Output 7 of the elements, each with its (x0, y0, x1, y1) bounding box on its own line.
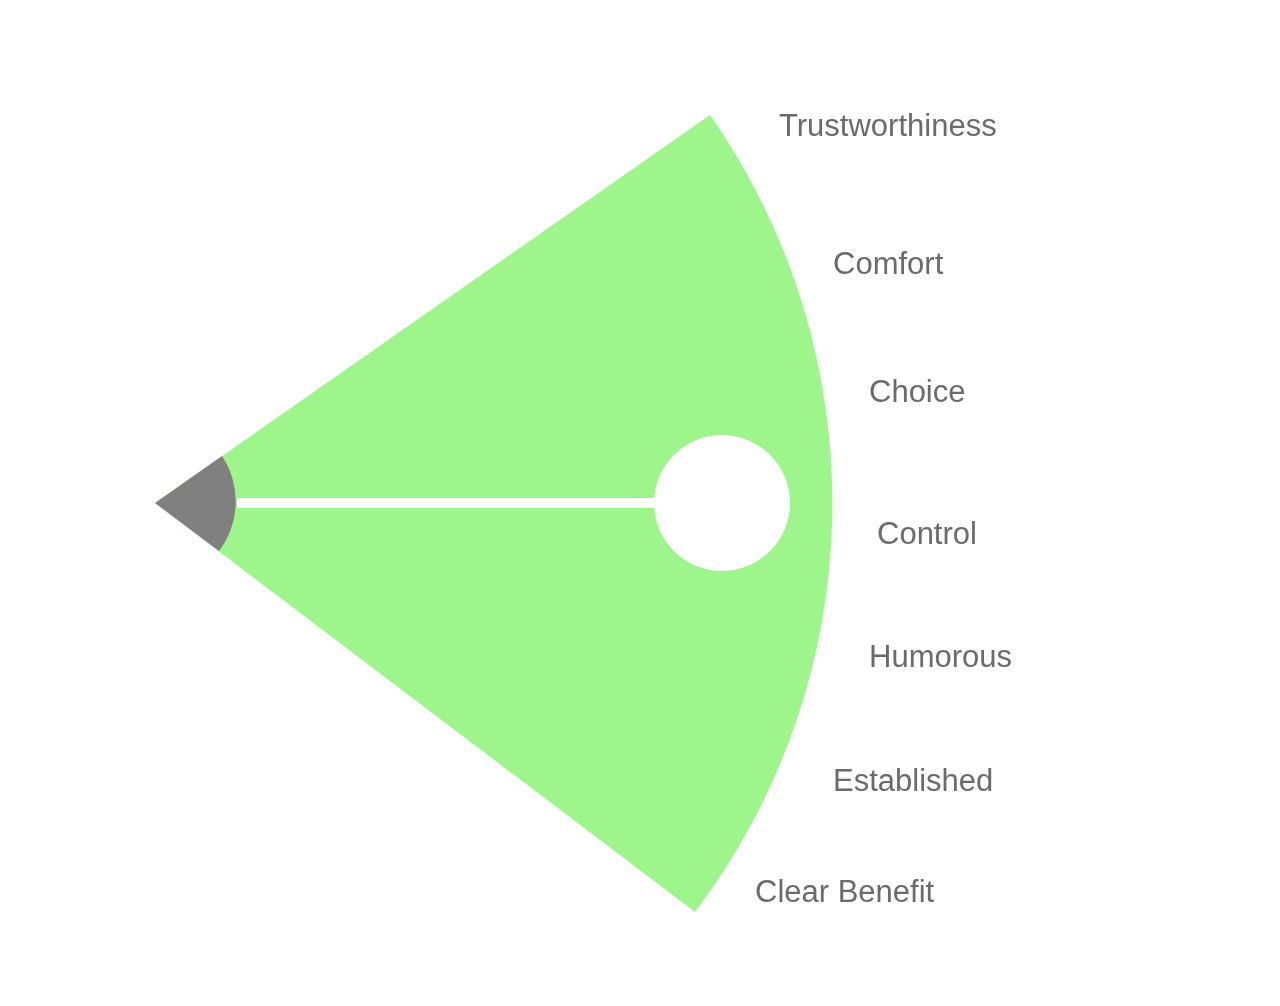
scale-label: Clear Benefit (755, 876, 935, 907)
scale-label: Humorous (869, 641, 1012, 672)
scale-label: Established (833, 765, 994, 796)
scale-label: Choice (869, 376, 966, 407)
scale-label: Trustworthiness (779, 110, 997, 141)
scale-label: Comfort (833, 248, 944, 279)
scale-label: Control (877, 518, 977, 549)
